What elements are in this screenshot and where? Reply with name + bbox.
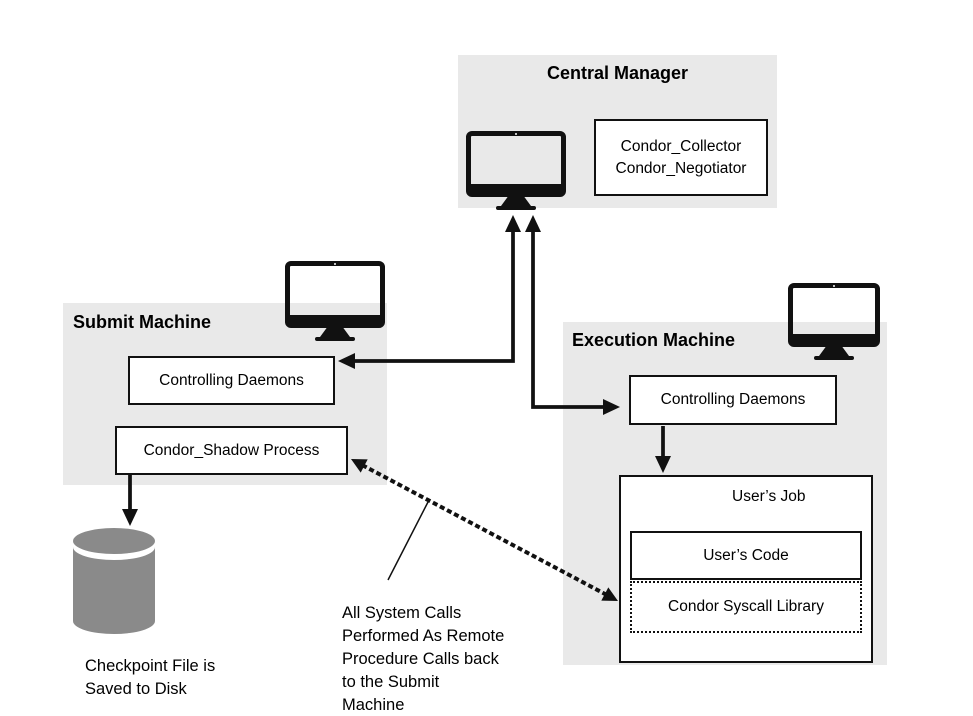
- checkpoint-note: Checkpoint File is Saved to Disk: [85, 655, 215, 701]
- disk-icon: [73, 528, 155, 634]
- monitor-stand: [320, 328, 350, 337]
- condor-syscall-library-box: Condor Syscall Library: [630, 581, 862, 633]
- submit-controlling-daemons-label: Controlling Daemons: [159, 371, 304, 389]
- users-code-label: User’s Code: [703, 546, 789, 564]
- checkpoint-note-line2: Saved to Disk: [85, 680, 187, 698]
- execution-machine-title: Execution Machine: [572, 330, 736, 350]
- collector-negotiator-box: Condor_Collector Condor_Negotiator: [594, 119, 768, 196]
- monitor-screen: [466, 131, 566, 197]
- central-manager-monitor-icon: [466, 131, 566, 210]
- monitor-base: [315, 337, 355, 341]
- monitor-camera-dot: [515, 133, 517, 135]
- condor-shadow-process-box: Condor_Shadow Process: [115, 426, 348, 475]
- users-code-box: User’s Code: [630, 531, 862, 580]
- rpc-note-leader-line: [387, 501, 429, 581]
- monitor-base: [814, 356, 854, 360]
- checkpoint-note-line1: Checkpoint File is: [85, 657, 216, 675]
- condor-collector-label: Condor_Collector: [620, 137, 742, 155]
- condor-syscall-library-label: Condor Syscall Library: [668, 598, 824, 615]
- condor-shadow-process-label: Condor_Shadow Process: [143, 441, 320, 459]
- monitor-stand: [501, 197, 531, 206]
- users-job-label: User’s Job: [732, 488, 806, 505]
- monitor-screen: [285, 261, 385, 328]
- submit-machine-title: Submit Machine: [73, 312, 212, 332]
- execution-controlling-daemons-box: Controlling Daemons: [629, 375, 837, 425]
- execution-machine-monitor-icon: [788, 283, 880, 360]
- rpc-note-line: Performed As Remote: [342, 627, 505, 645]
- monitor-base: [496, 206, 536, 210]
- rpc-note-line: to the Submit: [342, 673, 440, 691]
- submit-machine-monitor-icon: [285, 261, 385, 341]
- condor-negotiator-label: Condor_Negotiator: [615, 159, 747, 177]
- rpc-note-line: All System Calls: [342, 604, 462, 622]
- central-manager-title: Central Manager: [546, 63, 689, 83]
- monitor-camera-dot: [833, 285, 835, 287]
- submit-controlling-daemons-box: Controlling Daemons: [128, 356, 335, 405]
- monitor-stand: [819, 347, 849, 356]
- rpc-note-line: Machine: [342, 696, 405, 714]
- rpc-note-line: Procedure Calls back: [342, 650, 499, 668]
- monitor-screen: [788, 283, 880, 347]
- rpc-note: All System Calls Performed As Remote Pro…: [342, 602, 504, 716]
- execution-controlling-daemons-label: Controlling Daemons: [660, 391, 806, 408]
- monitor-camera-dot: [334, 263, 336, 265]
